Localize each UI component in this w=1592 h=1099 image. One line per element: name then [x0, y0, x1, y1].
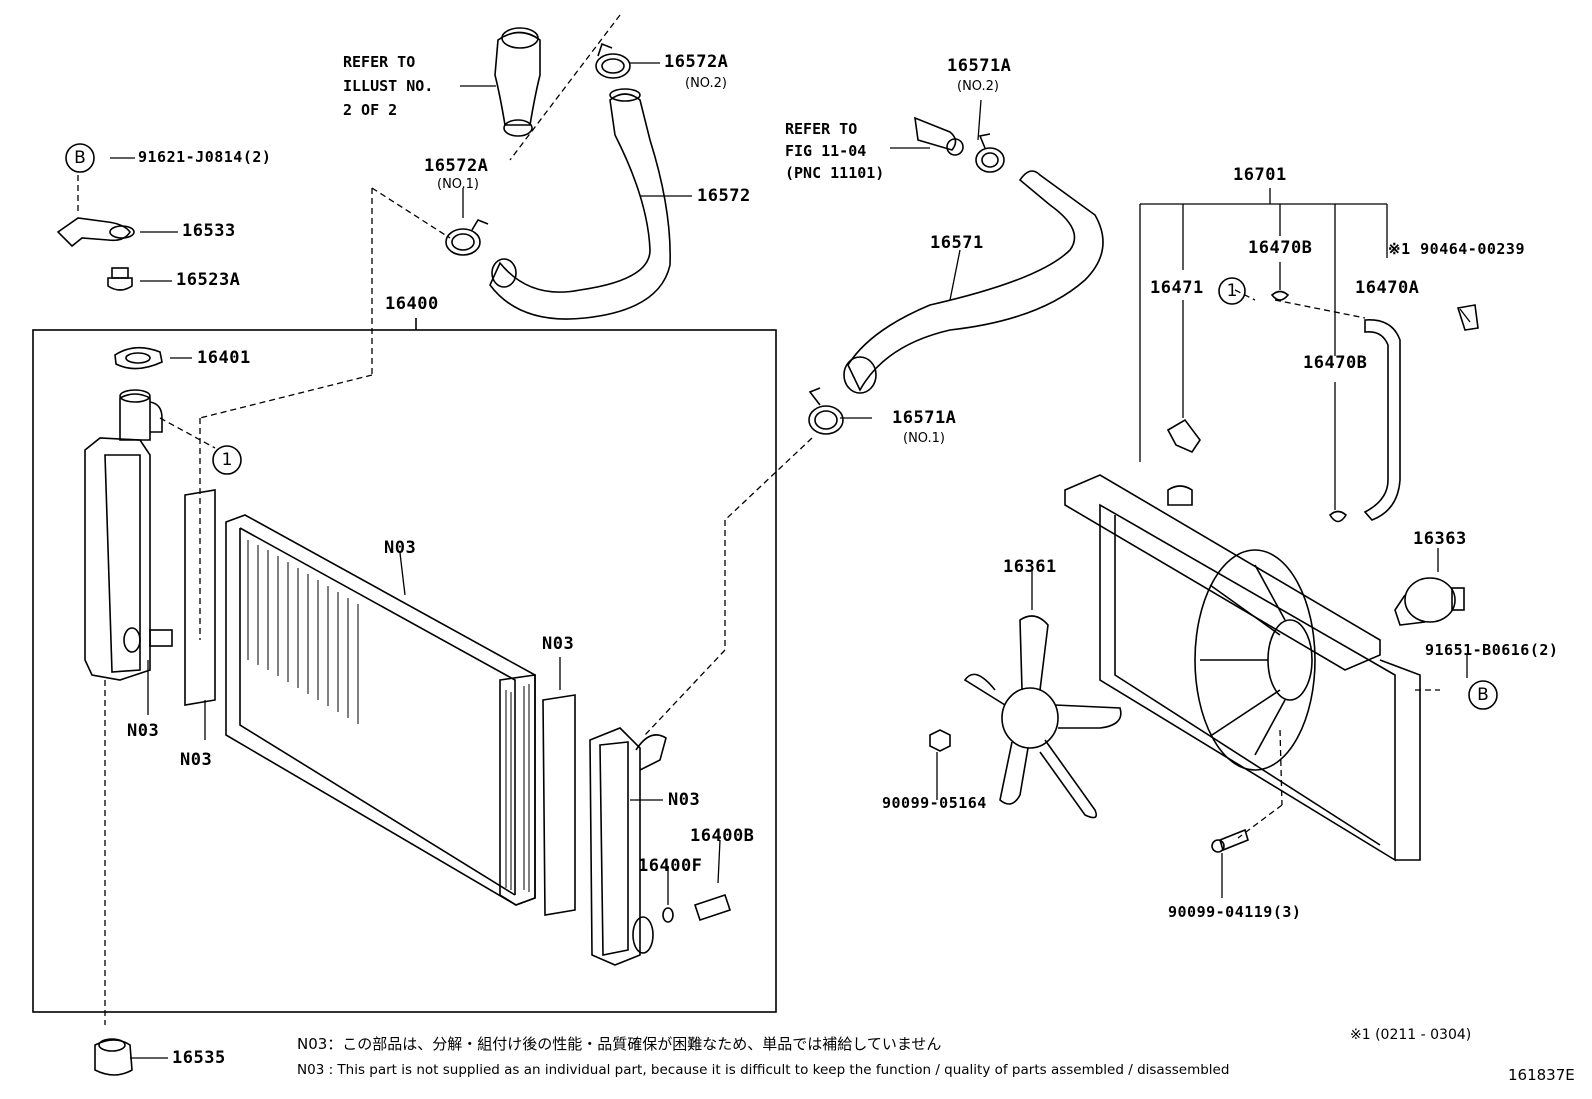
label-16523a: 16523A	[176, 270, 241, 290]
footnote-en: N03 : This part is not supplied as an in…	[297, 1062, 1230, 1078]
label-91621: 91621-J0814(2)	[138, 148, 272, 166]
label-n03-gasket-left: N03	[180, 750, 213, 770]
label-16572a-no2: 16572A	[664, 52, 729, 72]
callout-b-top	[65, 143, 95, 173]
label-16572a-no1: 16572A	[424, 156, 489, 176]
label-16363: 16363	[1413, 529, 1467, 549]
water-outlet	[494, 31, 541, 126]
label-n03-tank-right: N03	[668, 790, 701, 810]
label-90464: ※1 90464-00239	[1388, 240, 1525, 258]
clamp-16470b-mid	[1328, 510, 1348, 523]
label-16400b: 16400B	[690, 826, 755, 846]
fan-shroud-ring	[1194, 549, 1316, 771]
fan-motor	[1404, 577, 1456, 623]
cushion-16535	[94, 1039, 133, 1076]
fan-shroud-top	[1064, 474, 1381, 671]
ref-illust-line2: ILLUST NO.	[343, 77, 434, 95]
callout-b-right-label: B	[1477, 685, 1489, 705]
callout-1-left-label: 1	[221, 450, 233, 470]
label-16361: 16361	[1003, 557, 1057, 577]
left-radiator-tank	[84, 437, 151, 681]
label-16400f: 16400F	[638, 856, 703, 876]
callout-b-right	[1468, 680, 1498, 710]
clip-90464	[1456, 304, 1479, 331]
label-91651: 91651-B0616(2)	[1425, 641, 1559, 659]
label-16571: 16571	[930, 233, 984, 253]
label-16401: 16401	[197, 348, 251, 368]
clip-16471	[1166, 418, 1201, 454]
hose-clamp-16571a-no2	[975, 147, 1005, 173]
footnote-jp: N03：この部品は、分解・組付け後の性能・品質確保が困難なため、単品では補給して…	[297, 1035, 942, 1053]
label-16572a-no2-sub: (NO.2)	[685, 76, 727, 91]
hose-clamp-16572a-no2	[595, 53, 631, 79]
label-16533: 16533	[182, 221, 236, 241]
core-fins	[247, 540, 359, 724]
label-90099-04119: 90099-04119(3)	[1168, 903, 1302, 921]
clamp-16470b-top	[1270, 290, 1290, 301]
upper-radiator-hose	[489, 93, 671, 320]
radiator-core	[225, 514, 536, 906]
label-n03-core: N03	[384, 538, 417, 558]
label-n03-tank-left: N03	[127, 721, 160, 741]
hose-clamp-16572a-no1	[445, 228, 481, 256]
callout-1-left	[212, 445, 242, 475]
label-16470b-mid: 16470B	[1303, 353, 1368, 373]
label-16571a-no2: 16571A	[947, 56, 1012, 76]
hose-clamp-16571a-no1	[808, 405, 844, 435]
bracket-16533	[56, 217, 131, 248]
label-16572: 16572	[697, 186, 751, 206]
footnote-range: ※1 (0211 - 0304)	[1350, 1027, 1472, 1043]
right-radiator-tank	[589, 727, 641, 966]
label-16470b-top: 16470B	[1248, 238, 1313, 258]
lower-radiator-hose	[847, 170, 1104, 392]
reservoir-hose-16470a	[1363, 319, 1401, 521]
label-n03-gasket-right: N03	[542, 634, 575, 654]
label-90099-05164: 90099-05164	[882, 794, 987, 812]
right-gasket	[542, 694, 576, 916]
o-ring-16400f	[662, 907, 674, 923]
ref-illust-note: REFER TO ILLUST NO. 2 OF 2	[343, 50, 433, 122]
bolt-90099-04119	[1219, 828, 1249, 852]
label-16400: 16400	[385, 294, 439, 314]
label-16470a: 16470A	[1355, 278, 1420, 298]
cooling-fan	[1001, 687, 1059, 749]
radiator-cap-16401	[114, 346, 163, 370]
drain-cock-16400b	[693, 893, 732, 922]
radiator-assembly-box	[32, 329, 777, 1013]
ref-illust-line1: REFER TO	[343, 53, 416, 71]
callout-b-top-label: B	[74, 148, 86, 168]
ref-fig-line3: (PNC 11101)	[785, 164, 885, 182]
ref-illust-line3: 2 OF 2	[343, 101, 398, 119]
label-16571a-no1-sub: (NO.1)	[903, 431, 945, 446]
label-16571a-no2-sub: (NO.2)	[957, 79, 999, 94]
label-16471: 16471	[1150, 278, 1204, 298]
label-16535: 16535	[172, 1048, 226, 1068]
ref-fig-line2: FIG 11-04	[785, 142, 867, 160]
ref-fig-line1: REFER TO	[785, 120, 858, 138]
label-16572a-no1-sub: (NO.1)	[437, 177, 479, 192]
nut-90099-05164	[929, 729, 951, 752]
left-gasket	[184, 489, 216, 706]
label-16571a-no1: 16571A	[892, 408, 957, 428]
diagram-code: 161837E	[1508, 1066, 1575, 1084]
ref-fig-note: REFER TO FIG 11-04 (PNC 11101)	[785, 118, 884, 184]
callout-1-right	[1218, 277, 1246, 305]
fan-shroud	[1099, 503, 1396, 862]
label-16701: 16701	[1233, 165, 1287, 185]
callout-1-right-label: 1	[1226, 281, 1238, 301]
